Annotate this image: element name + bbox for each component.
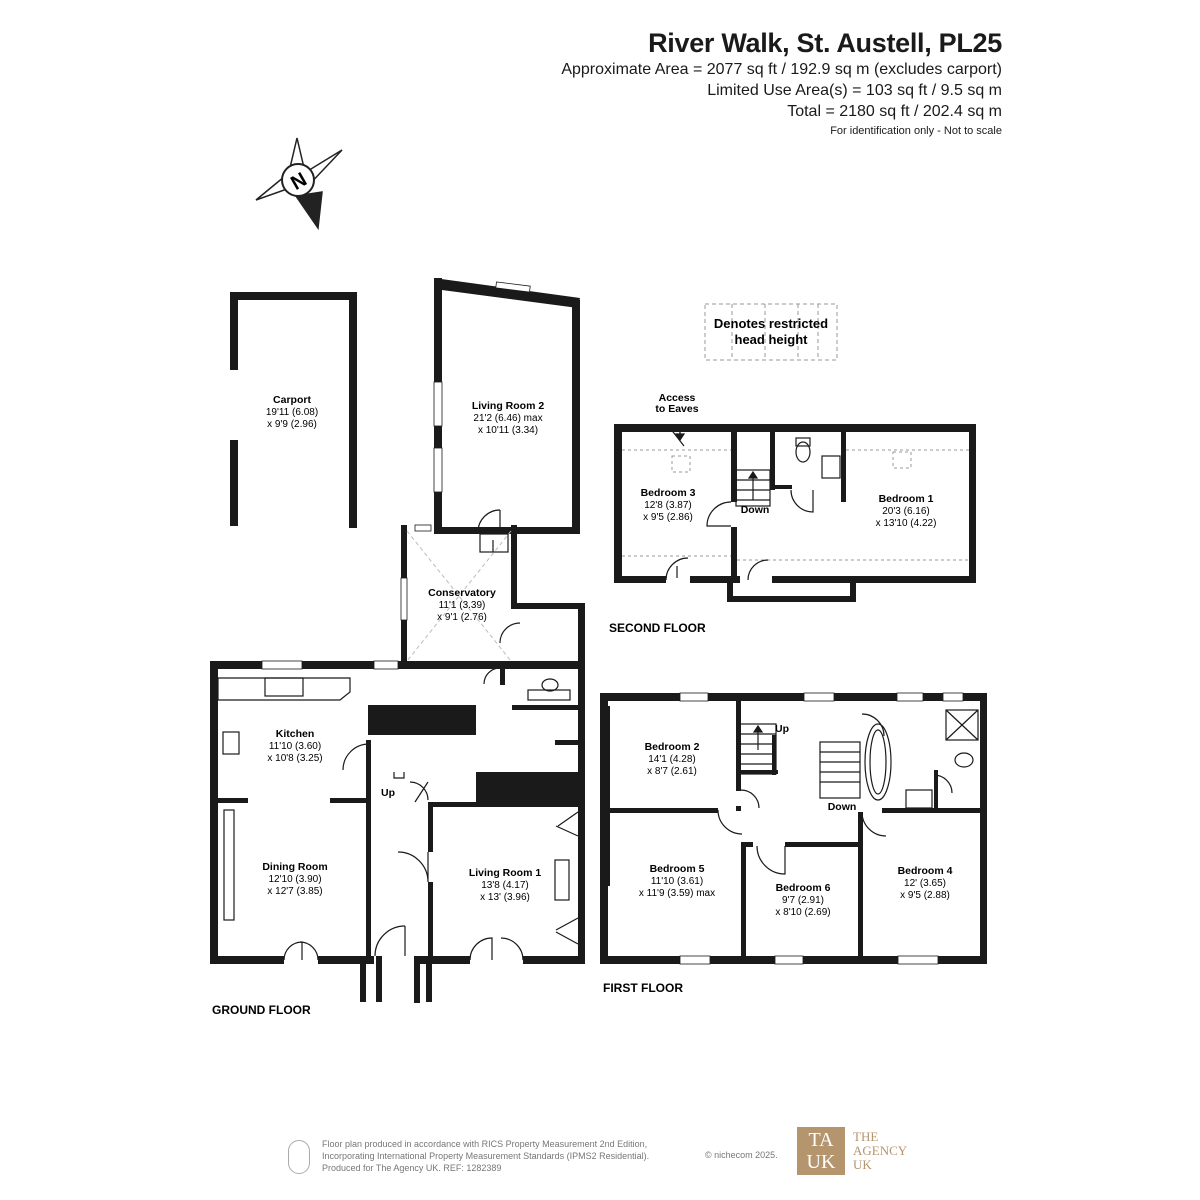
stairs-down-label-first: Down	[828, 801, 857, 813]
svg-text:x 13'10 (4.22): x 13'10 (4.22)	[876, 518, 937, 529]
brand-line-3: UK	[853, 1157, 872, 1172]
property-title: River Walk, St. Austell, PL25	[648, 28, 1002, 58]
ground-floor-label: GROUND FLOOR	[212, 1003, 311, 1017]
svg-text:19'11 (6.08): 19'11 (6.08)	[266, 407, 318, 418]
restricted-height-lines	[622, 449, 969, 561]
arrows	[492, 424, 764, 750]
footer-line-3: Produced for The Agency UK. REF: 1282389	[322, 1163, 502, 1173]
access-eaves-label-2: to Eaves	[655, 403, 698, 415]
svg-text:x 9'1 (2.76): x 9'1 (2.76)	[437, 612, 487, 623]
limited-use-area: Limited Use Area(s) = 103 sq ft / 9.5 sq…	[707, 82, 1002, 99]
svg-text:x 11'9 (3.59) max: x 11'9 (3.59) max	[639, 888, 715, 899]
svg-text:14'1 (4.28): 14'1 (4.28)	[648, 754, 696, 765]
brand-line-2: AGENCY	[853, 1143, 908, 1158]
room-bedroom-3: Bedroom 3 12'8 (3.87) x 9'5 (2.86)	[641, 487, 696, 523]
approximate-area: Approximate Area = 2077 sq ft / 192.9 sq…	[561, 61, 1002, 78]
svg-text:x 9'5 (2.88): x 9'5 (2.88)	[900, 890, 950, 901]
svg-text:x 10'8 (3.25): x 10'8 (3.25)	[267, 753, 322, 764]
copyright: © nichecom 2025.	[705, 1150, 778, 1160]
svg-text:20'3 (6.16): 20'3 (6.16)	[882, 506, 930, 517]
svg-text:Bedroom 5: Bedroom 5	[650, 863, 705, 875]
svg-text:11'10 (3.61): 11'10 (3.61)	[651, 876, 703, 887]
room-bedroom-6: Bedroom 6 9'7 (2.91) x 8'10 (2.69)	[775, 882, 830, 918]
svg-text:Bedroom 1: Bedroom 1	[879, 493, 934, 505]
svg-text:x 8'10 (2.69): x 8'10 (2.69)	[775, 907, 830, 918]
room-living-room-2: Living Room 2 21'2 (6.46) max x 10'11 (3…	[472, 400, 544, 436]
svg-text:12' (3.65): 12' (3.65)	[904, 878, 946, 889]
room-bedroom-5: Bedroom 5 11'10 (3.61) x 11'9 (3.59) max	[639, 863, 715, 899]
svg-text:Bedroom 2: Bedroom 2	[645, 741, 700, 753]
legend-line-1: Denotes restricted	[714, 316, 828, 331]
walls	[210, 278, 987, 1003]
svg-text:Bedroom 3: Bedroom 3	[641, 487, 696, 499]
svg-text:Living Room 2: Living Room 2	[472, 400, 544, 412]
svg-text:9'7 (2.91): 9'7 (2.91)	[782, 895, 824, 906]
agency-logo: TA UK	[797, 1127, 845, 1175]
room-bedroom-4: Bedroom 4 12' (3.65) x 9'5 (2.88)	[898, 865, 953, 901]
svg-text:12'8 (3.87): 12'8 (3.87)	[644, 500, 692, 511]
fixtures	[217, 427, 979, 961]
access-eaves-label-1: Access	[659, 392, 696, 404]
total-area: Total = 2180 sq ft / 202.4 sq m	[787, 103, 1002, 120]
svg-text:11'10 (3.60): 11'10 (3.60)	[269, 741, 321, 752]
svg-text:Kitchen: Kitchen	[276, 728, 315, 740]
svg-text:Living Room 1: Living Room 1	[469, 867, 541, 879]
second-floor-label: SECOND FLOOR	[609, 621, 706, 635]
restricted-height-legend: Denotes restricted head height	[704, 303, 838, 361]
svg-text:x 9'5 (2.86): x 9'5 (2.86)	[643, 512, 693, 523]
first-floor-label: FIRST FLOOR	[603, 981, 683, 995]
room-dining-room: Dining Room 12'10 (3.90) x 12'7 (3.85)	[262, 861, 327, 897]
svg-text:11'1 (3.39): 11'1 (3.39)	[439, 600, 486, 611]
compass-icon: N	[255, 137, 343, 231]
room-carport: Carport 19'11 (6.08) x 9'9 (2.96)	[266, 394, 318, 430]
svg-text:Bedroom 4: Bedroom 4	[898, 865, 953, 877]
room-labels: Carport 19'11 (6.08) x 9'9 (2.96) Living…	[212, 392, 953, 1017]
ipms-person-icon	[288, 1140, 310, 1174]
footer-line-1: Floor plan produced in accordance with R…	[322, 1139, 648, 1149]
footer-text: Floor plan produced in accordance with R…	[322, 1138, 649, 1174]
svg-text:x 9'9 (2.96): x 9'9 (2.96)	[267, 419, 317, 430]
stairs-down-label-second: Down	[741, 504, 770, 516]
brand-line-1: THE	[853, 1129, 879, 1144]
stairs-up-label-first: Up	[775, 723, 789, 735]
stairs-up-label-ground: Up	[381, 787, 395, 799]
svg-text:Bedroom 6: Bedroom 6	[776, 882, 831, 894]
svg-text:Conservatory: Conservatory	[428, 587, 496, 599]
identification-note: For identification only - Not to scale	[830, 125, 1002, 137]
svg-text:13'8 (4.17): 13'8 (4.17)	[481, 880, 529, 891]
svg-text:x 10'11 (3.34): x 10'11 (3.34)	[478, 425, 538, 436]
svg-text:x 12'7 (3.85): x 12'7 (3.85)	[267, 886, 322, 897]
svg-text:x 8'7 (2.61): x 8'7 (2.61)	[647, 766, 697, 777]
svg-text:12'10 (3.90): 12'10 (3.90)	[268, 874, 321, 885]
room-bedroom-2: Bedroom 2 14'1 (4.28) x 8'7 (2.61)	[645, 741, 700, 777]
header: River Walk, St. Austell, PL25 Approximat…	[561, 28, 1002, 137]
room-conservatory: Conservatory 11'1 (3.39) x 9'1 (2.76)	[428, 587, 496, 623]
room-kitchen: Kitchen 11'10 (3.60) x 10'8 (3.25)	[267, 728, 322, 764]
svg-text:21'2 (6.46) max: 21'2 (6.46) max	[473, 413, 542, 424]
agency-brand-text: THE AGENCY UK	[853, 1130, 907, 1172]
windows	[261, 281, 964, 965]
logo-top: TA	[808, 1129, 834, 1151]
svg-text:Dining Room: Dining Room	[262, 861, 327, 873]
footer-line-2: Incorporating International Property Mea…	[322, 1151, 650, 1161]
room-bedroom-1: Bedroom 1 20'3 (6.16) x 13'10 (4.22)	[876, 493, 937, 529]
logo-bottom: UK	[806, 1151, 836, 1173]
svg-text:Carport: Carport	[273, 394, 311, 406]
room-living-room-1: Living Room 1 13'8 (4.17) x 13' (3.96)	[469, 867, 541, 903]
svg-text:x 13' (3.96): x 13' (3.96)	[480, 892, 530, 903]
legend-line-2: head height	[735, 332, 809, 347]
